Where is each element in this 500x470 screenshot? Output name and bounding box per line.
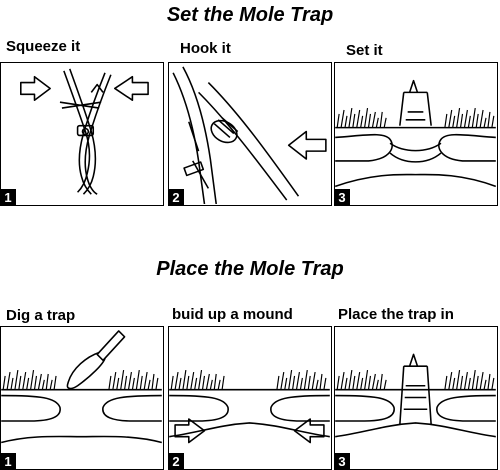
step-number-badge: 1	[1, 453, 16, 469]
left-arrow-icon	[293, 418, 325, 444]
step-label-mound: buid up a mound	[172, 306, 293, 323]
section-title-place-trap: Place the Mole Trap	[156, 258, 344, 280]
panel-dig-trap: 1	[0, 326, 164, 470]
step-number-badge: 2	[169, 189, 184, 205]
step-number-badge: 2	[169, 453, 184, 469]
section-title-set-trap: Set the Mole Trap	[166, 4, 334, 26]
step-label-dig: Dig a trap	[6, 307, 76, 324]
step-number-badge: 3	[335, 453, 350, 469]
step-number-badge: 1	[1, 189, 16, 205]
step-label-set: Set it	[346, 42, 383, 59]
squeeze-trap-illustration	[20, 68, 149, 195]
place-trap-illustration	[335, 353, 496, 438]
step-label-hook: Hook it	[180, 40, 231, 57]
panel-build-mound: 2	[168, 326, 332, 470]
mound-illustration	[169, 369, 330, 444]
set-trap-illustration	[335, 79, 496, 188]
panel-place-trap: 3	[334, 326, 498, 470]
step-label-squeeze: Squeeze it	[6, 38, 81, 55]
dig-trap-illustration	[1, 330, 162, 444]
step-label-place: Place the trap in	[338, 306, 454, 323]
right-arrow-icon	[174, 418, 206, 444]
left-arrow-icon	[20, 75, 51, 101]
trowel-icon	[96, 330, 126, 362]
right-arrow-icon	[114, 75, 149, 101]
panel-hook-it: 2	[168, 62, 332, 206]
panel-squeeze-it: 1	[0, 62, 164, 206]
hook-trap-illustration	[172, 66, 327, 204]
panel-set-it: 3	[334, 62, 498, 206]
pointer-arrow-icon	[287, 130, 327, 160]
step-number-badge: 3	[335, 189, 350, 205]
